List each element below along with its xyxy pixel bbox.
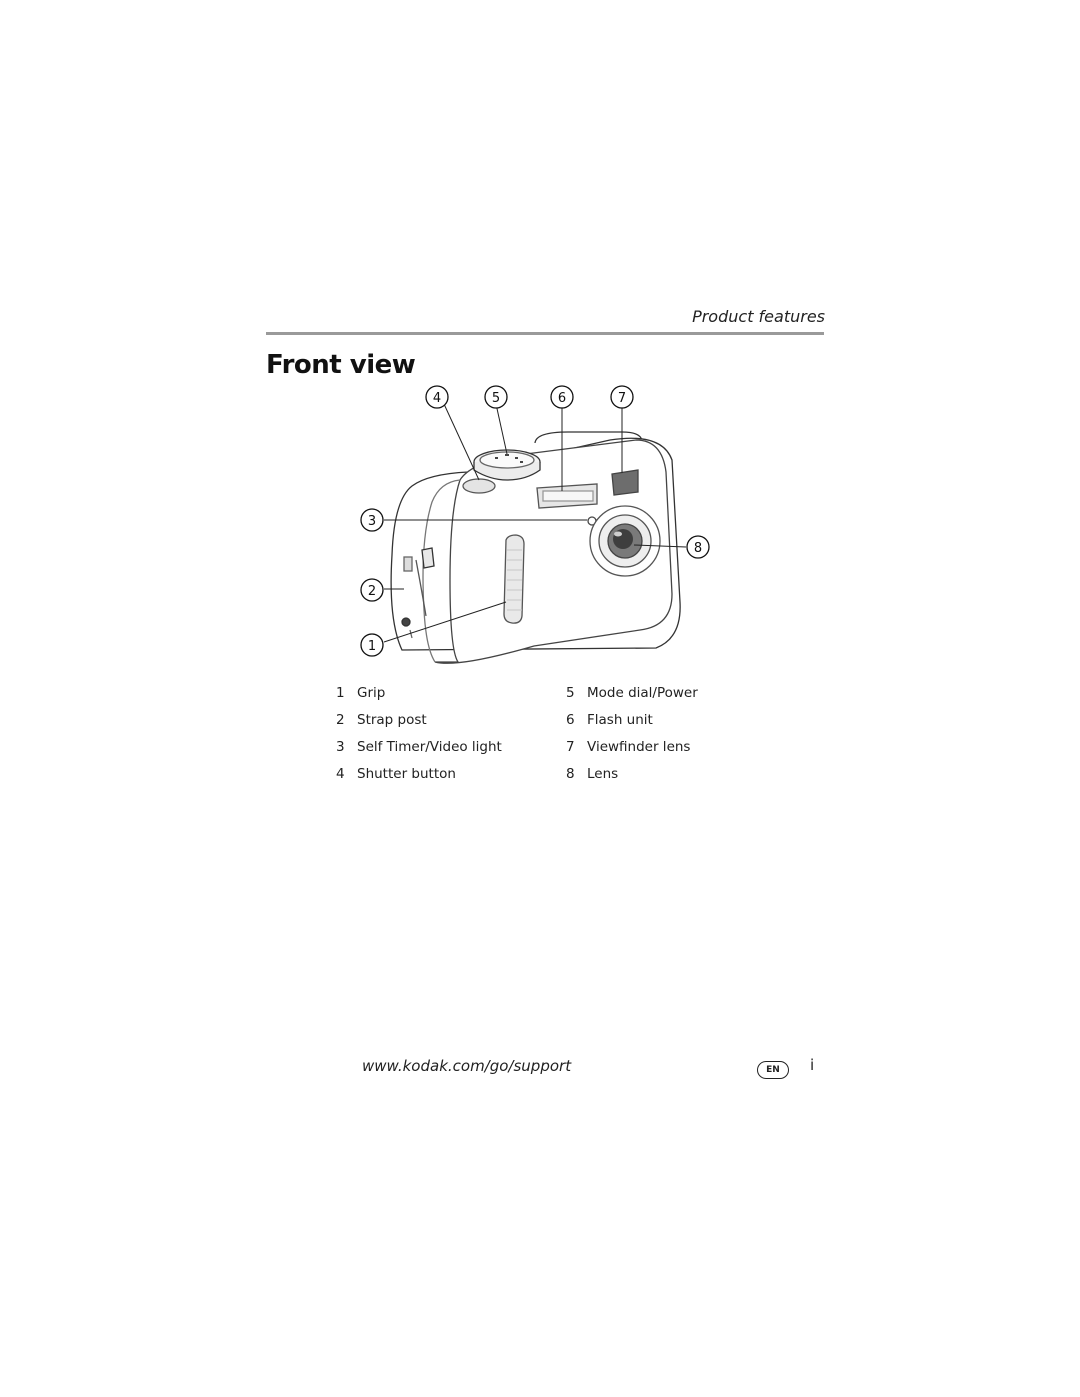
legend-label: Grip — [357, 685, 386, 701]
page-number: i — [810, 1056, 815, 1074]
legend-item: 2 Strap post — [336, 710, 502, 737]
legend-number: 3 — [336, 739, 345, 755]
legend-label: Mode dial/Power — [587, 685, 698, 701]
legend-label: Self Timer/Video light — [357, 739, 502, 755]
legend-item: 7 Viewfinder lens — [566, 737, 698, 764]
camera-front-illustration: 4 5 6 7 3 8 2 1 — [360, 385, 710, 664]
section-title: Product features — [692, 307, 825, 326]
header-rule — [266, 332, 824, 335]
callout-4: 4 — [433, 391, 441, 406]
legend-number: 4 — [336, 766, 345, 782]
callout-2: 2 — [368, 584, 376, 599]
legend-column-2: 5 Mode dial/Power 6 Flash unit 7 Viewfinder… — [566, 683, 698, 791]
legend-item: 8 Lens — [566, 764, 698, 791]
callout-6: 6 — [558, 391, 566, 406]
legend-item: 5 Mode dial/Power — [566, 683, 698, 710]
legend-label: Strap post — [357, 712, 427, 728]
legend-number: 8 — [566, 766, 575, 782]
legend-number: 6 — [566, 712, 575, 728]
callout-7: 7 — [618, 391, 626, 406]
support-url[interactable]: www.kodak.com/go/support — [362, 1057, 572, 1075]
callout-8: 8 — [694, 541, 702, 556]
legend-label: Viewfinder lens — [587, 739, 691, 755]
legend-column-1: 1 Grip 2 Strap post 3 Self Timer/Video ligh… — [336, 683, 502, 791]
callout-3: 3 — [368, 514, 376, 529]
legend-label: Shutter button — [357, 766, 456, 782]
legend-number: 1 — [336, 685, 345, 701]
legend-label: Lens — [587, 766, 619, 782]
page-title: Front view — [266, 350, 416, 380]
legend-item: 6 Flash unit — [566, 710, 698, 737]
callout-5: 5 — [492, 391, 500, 406]
legend-item: 1 Grip — [336, 683, 502, 710]
legend-number: 7 — [566, 739, 575, 755]
legend-item: 4 Shutter button — [336, 764, 502, 791]
language-badge: EN — [757, 1061, 789, 1079]
legend-item: 3 Self Timer/Video light — [336, 737, 502, 764]
legend-number: 5 — [566, 685, 575, 701]
legend-label: Flash unit — [587, 712, 653, 728]
callout-1: 1 — [368, 639, 376, 654]
legend-number: 2 — [336, 712, 345, 728]
